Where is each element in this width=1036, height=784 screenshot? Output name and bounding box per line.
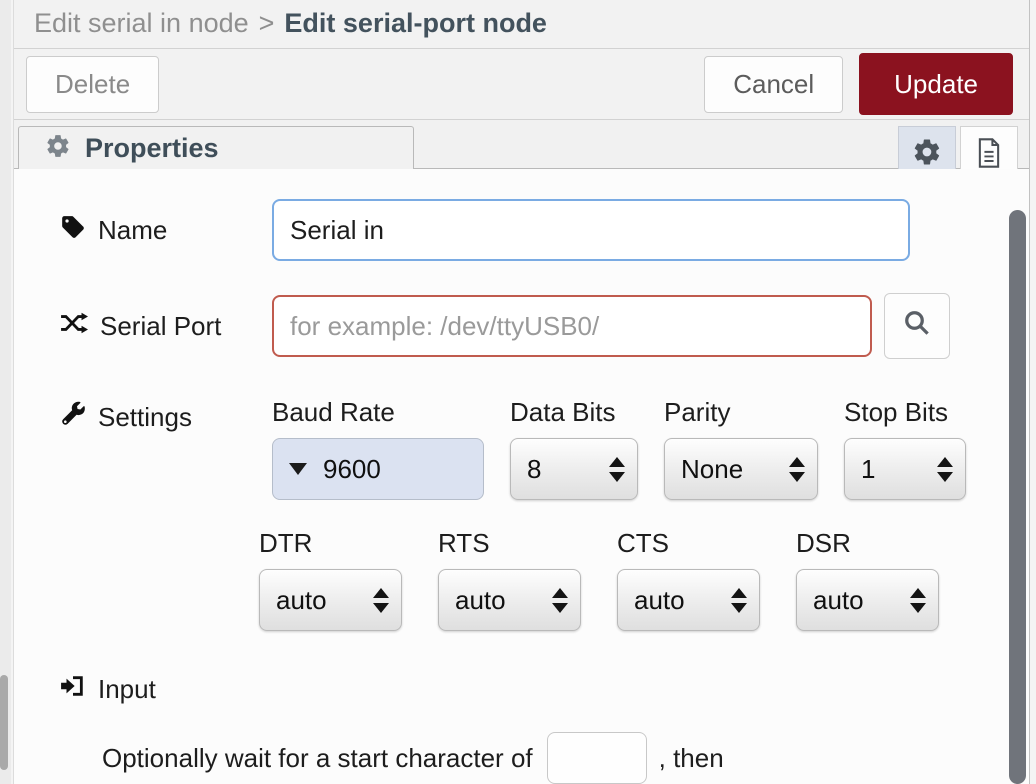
stop-bits-select[interactable]: 1 xyxy=(844,438,966,500)
rts-label: RTS xyxy=(438,528,490,558)
baud-rate-select[interactable]: 9600 xyxy=(272,438,484,500)
select-arrows-icon xyxy=(552,587,568,613)
dtr-label: DTR xyxy=(259,528,313,558)
baud-rate-label: Baud Rate xyxy=(272,397,395,427)
select-arrows-icon xyxy=(373,587,389,613)
caret-down-icon xyxy=(289,463,307,475)
serial-port-row: Serial Port xyxy=(60,293,1029,359)
data-bits-select[interactable]: 8 xyxy=(510,438,638,500)
flow-control-row: DTR auto RTS auto CTS auto xyxy=(259,528,1029,631)
edit-node-tray: Edit serial in node > Edit serial-port n… xyxy=(13,0,1030,784)
wrench-icon xyxy=(60,401,86,434)
rts-column: RTS auto xyxy=(438,528,581,631)
baud-rate-value: 9600 xyxy=(323,453,381,484)
workspace-scrollbar-thumb[interactable] xyxy=(0,675,8,770)
name-row: Name xyxy=(60,199,1029,261)
input-section-header: Input xyxy=(60,673,1029,706)
serial-port-input[interactable] xyxy=(272,295,872,357)
settings-row: Settings Baud Rate 9600 Data Bits 8 xyxy=(60,397,1029,500)
cts-select[interactable]: auto xyxy=(617,569,760,631)
data-bits-value: 8 xyxy=(527,453,542,484)
shuffle-icon xyxy=(60,310,88,343)
cancel-button[interactable]: Cancel xyxy=(704,55,844,113)
dsr-value: auto xyxy=(813,584,864,615)
tray-scrollbar-thumb[interactable] xyxy=(1009,210,1026,784)
rts-value: auto xyxy=(455,584,506,615)
stop-bits-value: 1 xyxy=(861,453,876,484)
baud-rate-column: Baud Rate 9600 xyxy=(272,397,484,500)
parity-column: Parity None xyxy=(664,397,818,500)
dsr-label: DSR xyxy=(796,528,851,558)
settings-label: Settings xyxy=(60,401,272,434)
select-arrows-icon xyxy=(910,587,926,613)
serial-port-search-button[interactable] xyxy=(884,293,950,359)
serial-port-label: Serial Port xyxy=(60,310,272,343)
stop-bits-label: Stop Bits xyxy=(844,397,949,427)
input-section-label: Input xyxy=(98,674,156,704)
stop-bits-column: Stop Bits 1 xyxy=(844,397,966,500)
update-button[interactable]: Update xyxy=(859,53,1013,115)
gear-icon xyxy=(912,137,942,172)
tab-properties-label: Properties xyxy=(85,132,219,163)
properties-form: Name Serial Port Se xyxy=(14,169,1029,784)
name-input[interactable] xyxy=(272,199,910,261)
cts-column: CTS auto xyxy=(617,528,760,631)
start-character-sentence: Optionally wait for a start character of… xyxy=(102,732,1029,784)
sentence-before: Optionally wait for a start character of xyxy=(102,742,533,773)
document-icon xyxy=(975,137,1003,174)
data-bits-label: Data Bits xyxy=(510,397,616,427)
start-character-input[interactable] xyxy=(546,732,647,784)
cts-value: auto xyxy=(634,584,685,615)
dtr-select[interactable]: auto xyxy=(259,569,402,631)
select-arrows-icon xyxy=(609,456,625,482)
sentence-after: , then xyxy=(658,742,724,773)
breadcrumb-current: Edit serial-port node xyxy=(284,8,547,39)
breadcrumb-separator: > xyxy=(258,8,275,39)
cts-label: CTS xyxy=(617,528,669,558)
dtr-value: auto xyxy=(276,584,327,615)
select-arrows-icon xyxy=(937,456,953,482)
dsr-select[interactable]: auto xyxy=(796,569,939,631)
gear-icon xyxy=(45,133,71,164)
parity-select[interactable]: None xyxy=(664,438,818,500)
tray-header: Edit serial in node > Edit serial-port n… xyxy=(14,0,1029,49)
rts-select[interactable]: auto xyxy=(438,569,581,631)
select-arrows-icon xyxy=(789,456,805,482)
tag-icon xyxy=(60,214,86,247)
tab-properties[interactable]: Properties xyxy=(18,126,414,169)
settings-grid: Baud Rate 9600 Data Bits 8 Parity xyxy=(272,397,966,500)
parity-value: None xyxy=(681,453,744,484)
dtr-column: DTR auto xyxy=(259,528,402,631)
parity-label: Parity xyxy=(664,397,731,427)
sign-in-icon xyxy=(60,673,86,706)
workspace-scrollbar-track xyxy=(0,0,11,784)
name-label: Name xyxy=(60,214,272,247)
search-icon xyxy=(902,308,932,345)
breadcrumb-parent[interactable]: Edit serial in node xyxy=(34,8,249,39)
data-bits-column: Data Bits 8 xyxy=(510,397,638,500)
dsr-column: DSR auto xyxy=(796,528,939,631)
tray-toolbar: Delete Cancel Update xyxy=(14,48,1029,121)
delete-button[interactable]: Delete xyxy=(26,55,160,113)
select-arrows-icon xyxy=(731,587,747,613)
input-section: Input Optionally wait for a start charac… xyxy=(60,673,1029,784)
tab-bar: Properties xyxy=(14,120,1029,186)
